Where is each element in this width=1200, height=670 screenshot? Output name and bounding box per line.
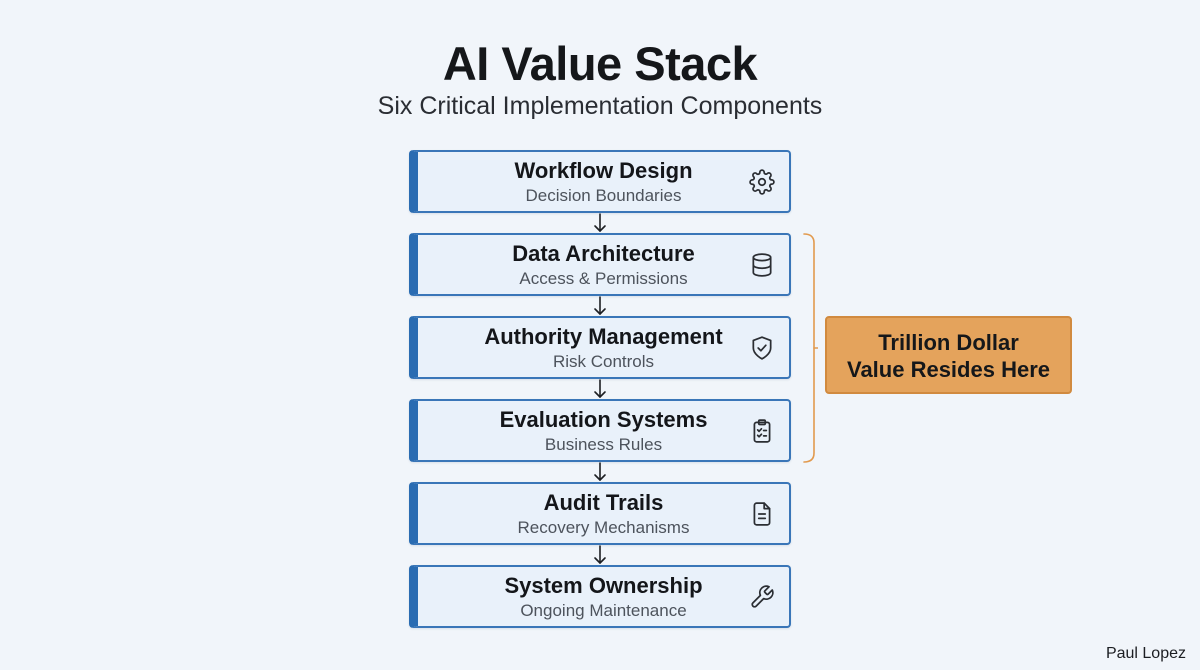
document-icon: [749, 501, 775, 527]
layer-subtitle: Recovery Mechanisms: [517, 518, 690, 537]
callout-line-1: Trillion Dollar: [878, 330, 1019, 355]
layer-title: Authority Management: [484, 324, 723, 349]
layer-title: System Ownership: [504, 573, 703, 598]
clipboard-checklist-icon: [749, 418, 775, 444]
arrow-down-icon: [409, 545, 791, 565]
wrench-icon: [749, 584, 775, 610]
callout-bracket: [803, 233, 818, 463]
layer-system-ownership: System Ownership Ongoing Maintenance: [409, 565, 791, 628]
author-credit: Paul Lopez: [1105, 645, 1186, 662]
layer-subtitle: Access & Permissions: [519, 269, 688, 288]
arrow-down-icon: [409, 296, 791, 316]
value-callout: Trillion Dollar Value Resides Here: [825, 316, 1072, 394]
database-icon: [749, 252, 775, 278]
layer-subtitle: Ongoing Maintenance: [520, 601, 687, 620]
layer-subtitle: Business Rules: [544, 435, 663, 454]
gear-icon: [749, 169, 775, 195]
layer-title: Workflow Design: [514, 158, 693, 183]
layer-data-architecture: Data Architecture Access & Permissions: [409, 233, 791, 296]
layer-audit-trails: Audit Trails Recovery Mechanisms: [409, 482, 791, 545]
callout-line-2: Value Resides Here: [846, 357, 1050, 382]
shield-check-icon: [749, 335, 775, 361]
layer-workflow-design: Workflow Design Decision Boundaries: [409, 150, 791, 213]
layer-evaluation-systems: Evaluation Systems Business Rules: [409, 399, 791, 462]
arrow-down-icon: [409, 462, 791, 482]
page-subtitle: Six Critical Implementation Components: [377, 92, 823, 120]
layer-title: Data Architecture: [512, 241, 695, 266]
layer-title: Evaluation Systems: [499, 407, 708, 432]
layer-authority-management: Authority Management Risk Controls: [409, 316, 791, 379]
value-stack: Workflow Design Decision Boundaries Data…: [409, 150, 791, 628]
layer-subtitle: Risk Controls: [552, 352, 655, 371]
arrow-down-icon: [409, 379, 791, 399]
page-title: AI Value Stack: [442, 37, 758, 90]
layer-title: Audit Trails: [543, 490, 664, 515]
layer-subtitle: Decision Boundaries: [525, 186, 682, 205]
arrow-down-icon: [409, 213, 791, 233]
